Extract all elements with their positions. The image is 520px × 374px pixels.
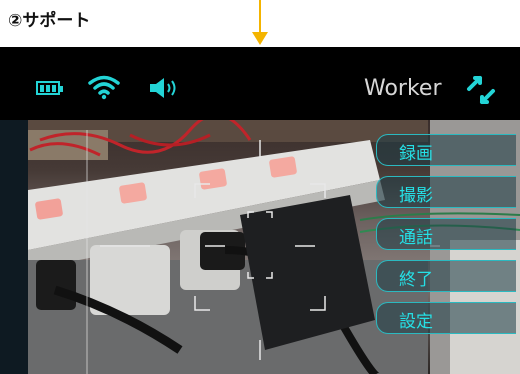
- photo-button[interactable]: 撮影: [376, 176, 516, 208]
- settings-button-label: 設定: [399, 312, 433, 332]
- settings-button[interactable]: 設定: [376, 302, 516, 334]
- record-button-label: 録画: [399, 144, 433, 164]
- camera-view[interactable]: 録画 撮影 通話 終了 設定: [0, 120, 520, 374]
- photo-button-label: 撮影: [399, 186, 433, 206]
- wifi-icon: [88, 75, 120, 100]
- battery-icon: [36, 81, 63, 95]
- pointer-arrow-line: [259, 0, 261, 33]
- call-button-label: 通話: [399, 228, 433, 248]
- pointer-arrow-icon: [252, 32, 268, 45]
- swap-arrows-icon[interactable]: [466, 75, 496, 105]
- side-strip: [0, 120, 28, 374]
- end-button[interactable]: 終了: [376, 260, 516, 292]
- worker-label: Worker: [364, 76, 442, 101]
- speaker-icon[interactable]: [148, 77, 182, 99]
- device-screen: Worker: [0, 47, 520, 374]
- status-bar: Worker: [0, 47, 520, 120]
- page-title: ②サポート: [8, 11, 91, 31]
- record-button[interactable]: 録画: [376, 134, 516, 166]
- call-button[interactable]: 通話: [376, 218, 516, 250]
- end-button-label: 終了: [399, 270, 433, 290]
